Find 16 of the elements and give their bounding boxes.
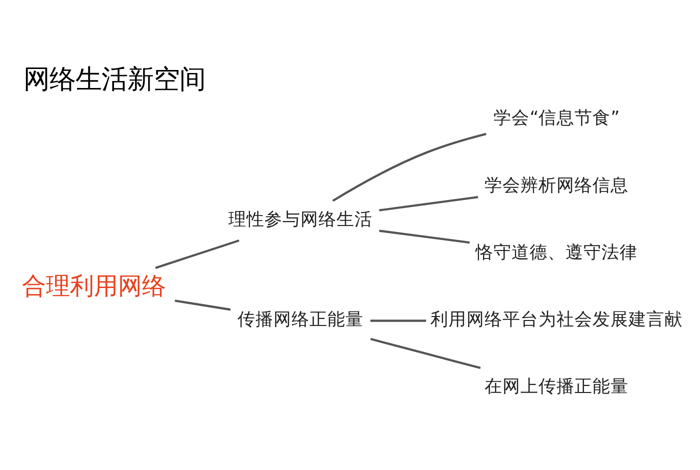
connector	[370, 320, 426, 322]
node-text: 合理利用网络	[22, 272, 166, 300]
node-text: 学会辨析网络信息	[484, 176, 629, 196]
node-text: 传播网络正能量	[238, 310, 364, 330]
connector	[155, 239, 240, 269]
connector	[370, 338, 481, 370]
node-text: 利用网络平台为社会发展建言献	[430, 310, 683, 330]
connector	[174, 300, 231, 311]
node-text: 在网上传播正能量	[484, 376, 629, 397]
node-text: 理性参与网络生活	[228, 210, 373, 230]
connector	[379, 196, 478, 212]
diagram-title: 网络生活新空间	[24, 64, 206, 95]
connector	[379, 230, 470, 244]
connector	[332, 132, 486, 202]
node-text: 恪守道德、遵守法律	[476, 242, 638, 263]
node-text: 学会“信息节食”	[494, 108, 620, 129]
